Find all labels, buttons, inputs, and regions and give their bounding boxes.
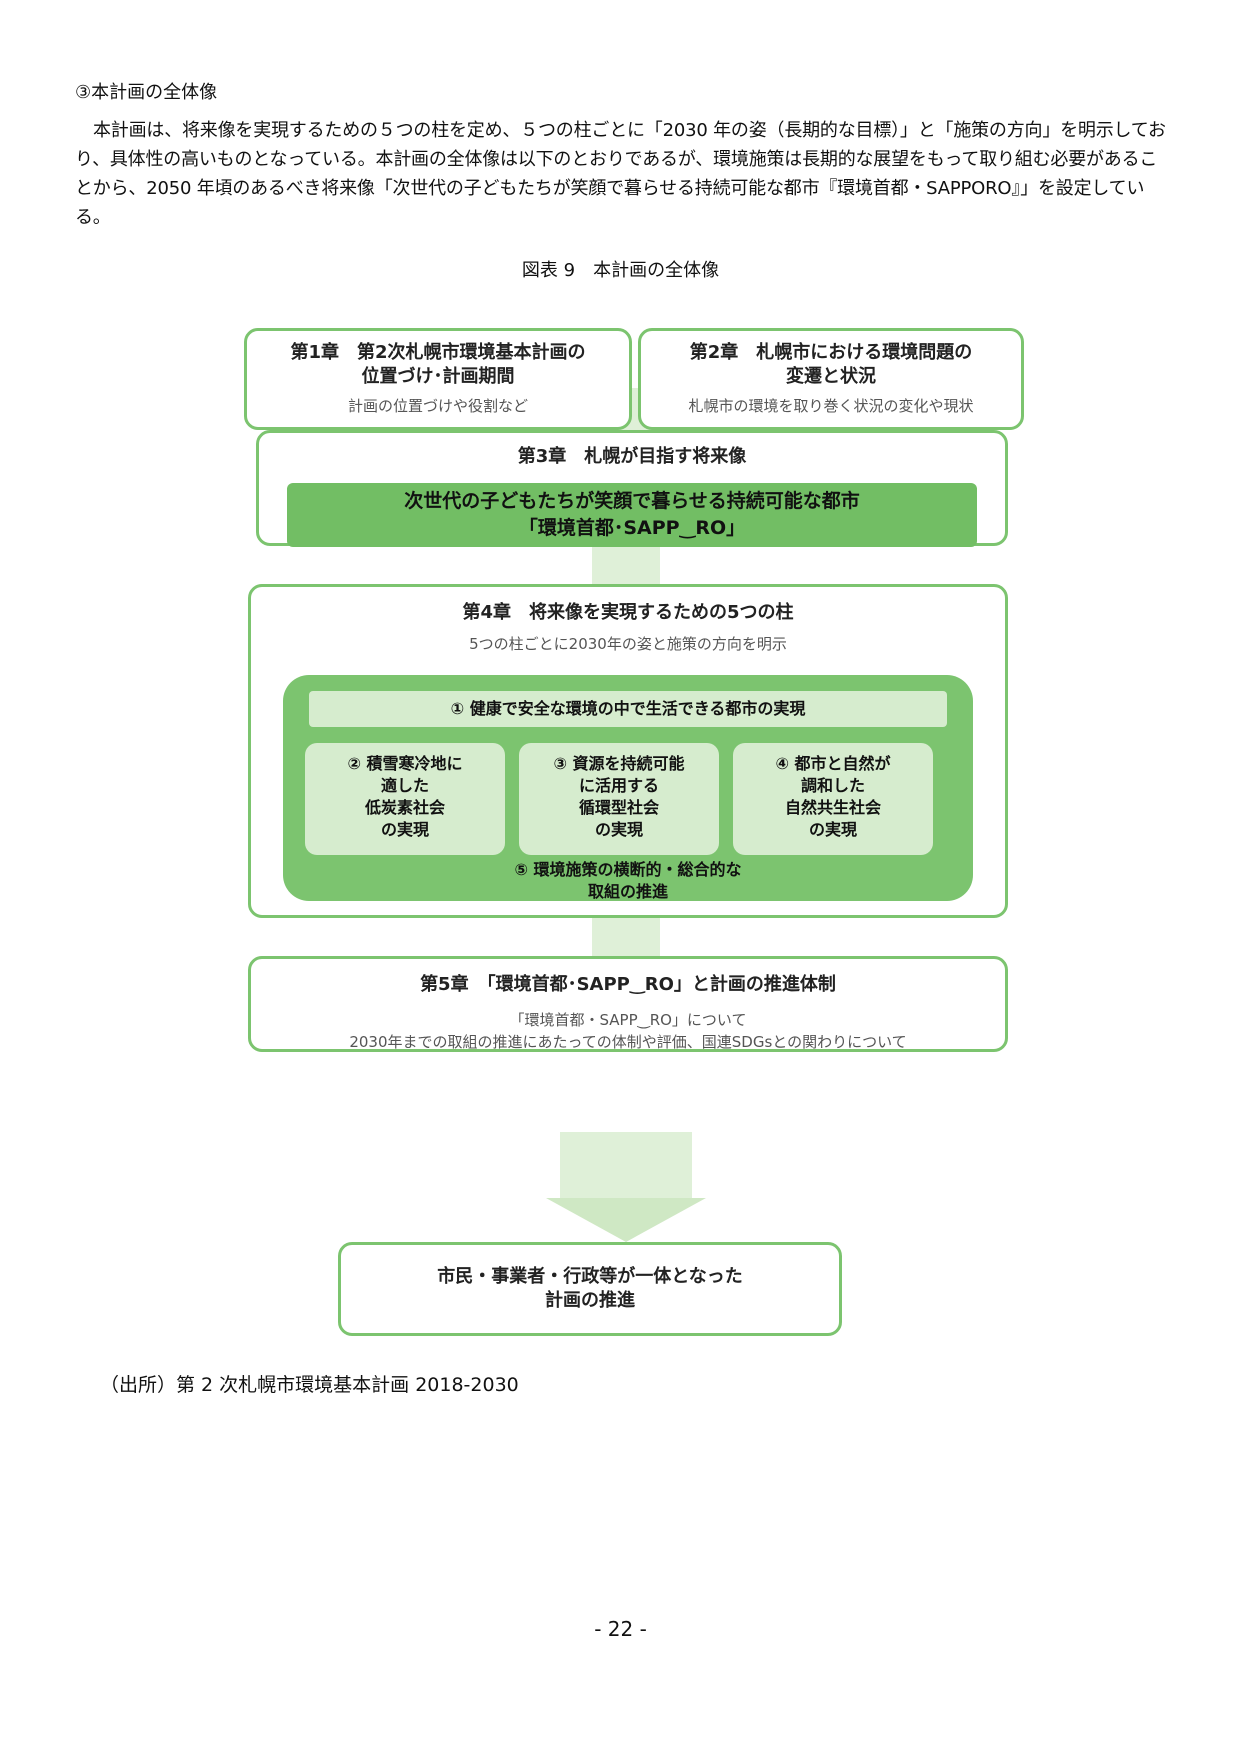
plan-overview-diagram: 第1章 第2次札幌市環境基本計画の 位置づけ･計画期間 計画の位置づけや役割など… [230,318,1030,1358]
pillar-5-line: ⑤ 環境施策の横断的・総合的な [514,860,742,879]
page-number: - 22 - [594,1617,647,1641]
vision-band: 次世代の子どもたちが笑顔で暮らせる持続可能な都市 「環境首都･SAPP‿RO」 [287,483,977,547]
pillar-2-line: 低炭素社会 [364,798,445,817]
chapter5-subtitle-line2: 2030年までの取組の推進にあたっての体制や評価、国連SDGsとの関わりについて [349,1033,907,1051]
pillar-5: ⑤ 環境施策の横断的・総合的な 取組の推進 [283,859,973,903]
chapter2-subtitle: 札幌市の環境を取り巻く状況の変化や現状 [688,397,974,415]
chapter4-title: 第4章 将来像を実現するための5つの柱 [462,602,794,623]
pillar-4-line: 調和した [800,776,865,795]
chapter3-box: 第3章 札幌が目指す将来像 次世代の子どもたちが笑顔で暮らせる持続可能な都市 「… [256,430,1008,547]
pillar-4-line: 自然共生社会 [784,798,881,817]
pillar-4-line: ④ 都市と自然が [775,754,891,773]
pillar-3-line: 循環型社会 [578,798,659,817]
connector-arrow [592,544,660,584]
chapter2-title-line2: 変遷と状況 [786,366,876,387]
chapter4-box: 第4章 将来像を実現するための5つの柱 5つの柱ごとに2030年の姿と施策の方向… [248,584,1008,918]
connector-arrow [560,1132,692,1202]
chapter1-subtitle: 計画の位置づけや役割など [347,397,528,415]
source-note: （出所）第 2 次札幌市環境基本計画 2018-2030 [100,1374,519,1396]
pillar-2: ② 積雪寒冷地に 適した 低炭素社会 の実現 [305,743,505,855]
final-line2: 計画の推進 [545,1290,635,1311]
pillar-4-line: の実現 [808,820,857,839]
pillars-panel: ① 健康で安全な環境の中で生活できる都市の実現 ② 積雪寒冷地に 適した 低炭素… [283,675,973,901]
pillar-2-line: の実現 [380,820,429,839]
connector-arrow [592,916,660,956]
chapter4-subtitle: 5つの柱ごとに2030年の姿と施策の方向を明示 [469,635,787,653]
final-box: 市民・事業者・行政等が一体となった 計画の推進 [338,1242,842,1336]
pillar-2-line: 適した [380,776,429,795]
pillar-3-line: に活用する [578,776,659,795]
chapter5-subtitle-line1: 「環境首都・SAPP‿RO」について [509,1011,747,1029]
body-paragraph: 本計画は、将来像を実現するための５つの柱を定め、５つの柱ごとに「2030 年の姿… [75,120,1166,228]
chapter5-box: 第5章 「環境首都･SAPP‿RO」と計画の推進体制 「環境首都・SAPP‿RO… [248,956,1008,1052]
chapter2-box: 第2章 札幌市における環境問題の 変遷と状況 札幌市の環境を取り巻く状況の変化や… [638,328,1024,430]
chapter1-title-line1: 第1章 第2次札幌市環境基本計画の [290,342,586,363]
vision-line2: 「環境首都･SAPP‿RO」 [518,517,746,539]
chapter1-title-line2: 位置づけ･計画期間 [361,366,515,387]
vision-line1: 次世代の子どもたちが笑顔で暮らせる持続可能な都市 [404,490,860,512]
chapter1-box: 第1章 第2次札幌市環境基本計画の 位置づけ･計画期間 計画の位置づけや役割など [244,328,632,430]
pillar-4: ④ 都市と自然が 調和した 自然共生社会 の実現 [733,743,933,855]
final-line1: 市民・事業者・行政等が一体となった [437,1266,743,1287]
chapter2-title-line1: 第2章 札幌市における環境問題の [689,342,973,363]
pillar-1: ① 健康で安全な環境の中で生活できる都市の実現 [309,691,947,727]
pillar-3-line: ③ 資源を持続可能 [553,754,685,773]
pillar-2-line: ② 積雪寒冷地に [347,754,463,773]
figure-caption: 図表 9 本計画の全体像 [521,260,720,281]
pillar-3-line: の実現 [594,820,643,839]
chapter3-title: 第3章 札幌が目指す将来像 [517,446,747,467]
section-heading: ③本計画の全体像 [75,82,218,103]
down-arrow-icon [546,1198,706,1242]
pillar-5-line: 取組の推進 [587,882,668,901]
chapter5-title: 第5章 「環境首都･SAPP‿RO」と計画の推進体制 [420,974,836,995]
pillar-3: ③ 資源を持続可能 に活用する 循環型社会 の実現 [519,743,719,855]
